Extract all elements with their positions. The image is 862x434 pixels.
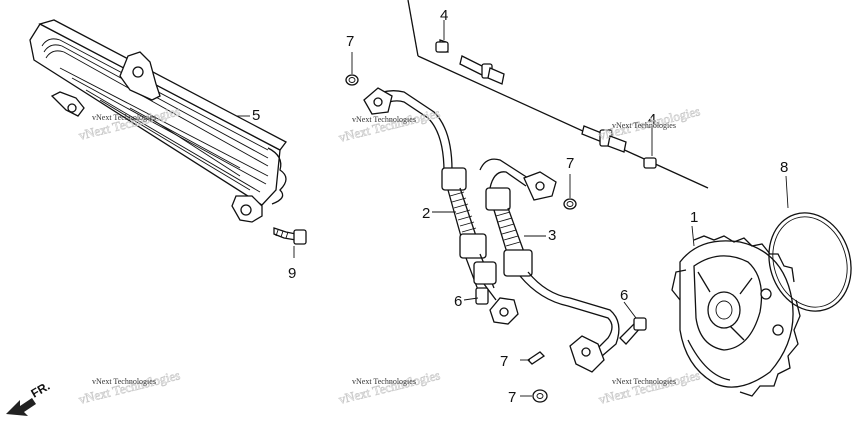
o-ring-bottom (532, 389, 548, 403)
o-ring-mid (563, 198, 577, 210)
callout-7b: 7 (566, 155, 574, 172)
inset-frame (407, 0, 709, 189)
front-label: FR. (29, 379, 53, 401)
fitting-lower (581, 125, 657, 169)
callout-1: 1 (690, 209, 698, 226)
oil-cooler (29, 19, 287, 223)
callout-3: 3 (548, 227, 556, 244)
front-direction-arrow: FR. (6, 379, 52, 416)
watermark-ghost: vNext Technologies (337, 367, 441, 407)
oil-hose-lower (479, 158, 620, 373)
callout-6b: 6 (620, 287, 628, 304)
callout-8: 8 (780, 159, 788, 176)
callout-9: 9 (288, 265, 296, 282)
callout-7a: 7 (346, 33, 354, 50)
bolt (273, 227, 307, 258)
callout-7d: 7 (508, 389, 516, 406)
oil-hose-upper (363, 87, 519, 325)
watermark-ghost: vNext Technologies (77, 367, 181, 407)
watermark: vNext Technologies (612, 377, 676, 386)
cooler-housing (671, 225, 801, 397)
watermark: vNext Technologies (92, 377, 156, 386)
large-o-ring (768, 175, 852, 312)
callout-6a: 6 (454, 293, 462, 310)
bolt-right (619, 301, 647, 345)
watermark: vNext Technologies (352, 115, 416, 124)
callout-4b: 4 (648, 111, 656, 128)
fitting-upper (435, 20, 505, 85)
watermarks: vNext Technologies vNext Technologies vN… (77, 103, 702, 407)
callout-5: 5 (252, 107, 260, 124)
watermark: vNext Technologies (352, 377, 416, 386)
watermark: vNext Technologies (92, 113, 156, 122)
watermark-ghost: vNext Technologies (337, 105, 441, 145)
callout-2: 2 (422, 205, 430, 222)
o-ring-low (520, 351, 546, 365)
watermark: vNext Technologies (612, 121, 676, 130)
bolt-left (463, 287, 489, 305)
callout-4a: 4 (440, 7, 448, 24)
watermark-ghost: vNext Technologies (597, 367, 701, 407)
o-ring-top (345, 74, 359, 86)
callout-numbers: 1 2 3 4 4 5 6 6 7 7 7 7 8 9 (236, 7, 788, 406)
callout-7c: 7 (500, 353, 508, 370)
